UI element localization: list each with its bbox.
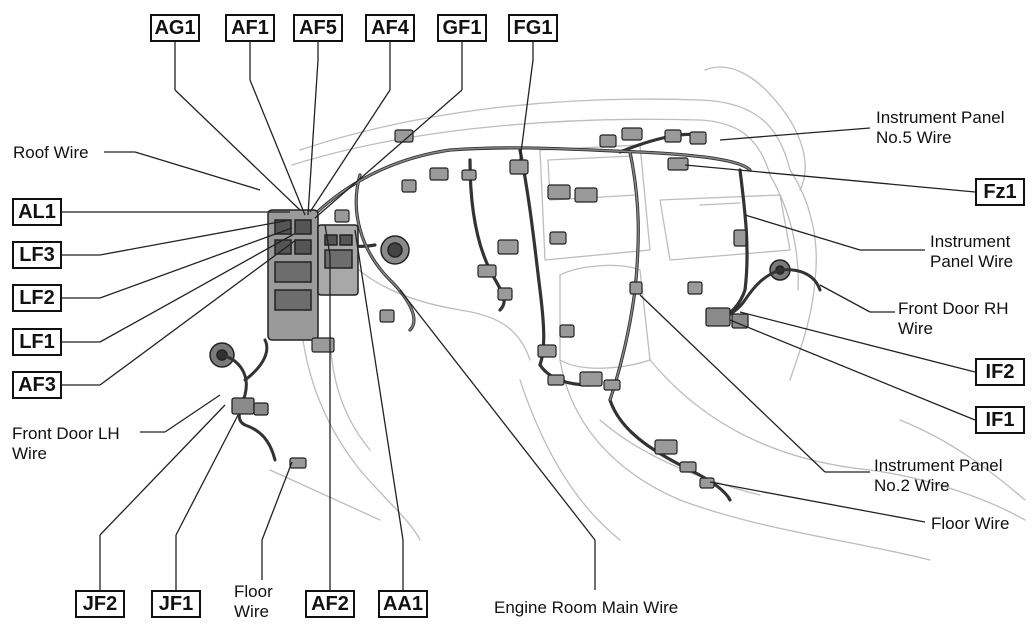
- label-ip-line2: Panel Wire: [930, 252, 1014, 271]
- label-engine-room-main-wire: Engine Room Main Wire: [494, 598, 679, 617]
- connector-af2: AF2: [305, 590, 355, 618]
- label-ip5-line2: No.5 Wire: [876, 128, 952, 147]
- connector-gf1: GF1: [437, 14, 487, 42]
- connector-lf3: LF3: [12, 241, 62, 269]
- label-front-door-lh-line2: Wire: [12, 444, 47, 463]
- label-floor-wire-bottom: Floor Wire: [234, 582, 273, 622]
- connector-af3: AF3: [12, 371, 62, 399]
- connector-jf2: JF2: [75, 590, 125, 618]
- label-ip-line1: Instrument: [930, 232, 1011, 251]
- label-instrument-panel-no5-wire: Instrument Panel No.5 Wire: [876, 108, 1005, 148]
- label-instrument-panel-no2-wire: Instrument Panel No.2 Wire: [874, 456, 1003, 496]
- label-floor-wire-bottom-line1: Floor: [234, 582, 273, 601]
- connector-ag1: AG1: [150, 14, 200, 42]
- label-front-door-rh-wire: Front Door RH Wire: [898, 299, 1009, 339]
- connector-fz1: Fz1: [975, 178, 1025, 206]
- label-floor-wire-right: Floor Wire: [931, 514, 1010, 533]
- label-ip5-line1: Instrument Panel: [876, 108, 1005, 127]
- connector-al1: AL1: [12, 198, 62, 226]
- connector-aa1: AA1: [378, 590, 428, 618]
- label-roof-wire: Roof Wire: [13, 143, 89, 162]
- label-front-door-rh-line2: Wire: [898, 319, 933, 338]
- label-front-door-lh-line1: Front Door LH: [12, 424, 120, 443]
- connector-af1: AF1: [225, 14, 275, 42]
- label-instrument-panel-wire: Instrument Panel Wire: [930, 232, 1013, 272]
- connector-if1: IF1: [975, 406, 1025, 434]
- connector-af4: AF4: [365, 14, 415, 42]
- label-ip2-line2: No.2 Wire: [874, 476, 950, 495]
- connector-if2: IF2: [975, 358, 1025, 386]
- label-floor-wire-bottom-line2: Wire: [234, 602, 269, 621]
- label-front-door-rh-line1: Front Door RH: [898, 299, 1009, 318]
- connector-af5: AF5: [293, 14, 343, 42]
- connector-lf2: LF2: [12, 284, 62, 312]
- connector-lf1: LF1: [12, 328, 62, 356]
- label-ip2-line1: Instrument Panel: [874, 456, 1003, 475]
- connector-jf1: JF1: [151, 590, 201, 618]
- label-front-door-lh-wire: Front Door LH Wire: [12, 424, 120, 464]
- connector-fg1: FG1: [508, 14, 558, 42]
